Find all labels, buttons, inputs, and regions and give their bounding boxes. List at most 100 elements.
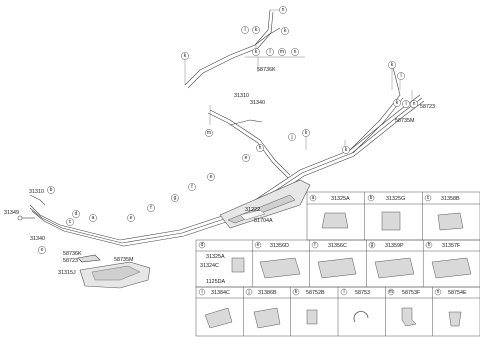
cell-letter-a: a bbox=[312, 195, 315, 201]
callout-l-top: l bbox=[244, 27, 245, 33]
cell-letter-b: b bbox=[370, 195, 373, 201]
cell-letter-m: m bbox=[389, 289, 393, 295]
clip-i-shape bbox=[204, 307, 233, 329]
cell-part-b: 31325G bbox=[386, 196, 405, 202]
label-58723-right: 58723 bbox=[420, 104, 435, 110]
callout-k-top1: k bbox=[255, 27, 258, 33]
label-31340-top: 31340 bbox=[250, 100, 265, 106]
table-cell-h: h 31357F bbox=[425, 241, 472, 279]
fuel-line-assembly bbox=[29, 9, 425, 247]
clip-k-shape bbox=[306, 309, 318, 325]
callout-k-row: k bbox=[255, 49, 258, 55]
callout-m-row: m bbox=[280, 49, 284, 55]
main-part-labels: 31310 31340 58736K 58723 58735M 31222 81… bbox=[4, 67, 435, 276]
table-cell-l: l 58753 bbox=[340, 288, 370, 323]
clip-f-shape bbox=[317, 257, 357, 279]
table-cell-b: b 31325G bbox=[367, 194, 405, 231]
label-58736K-left: 58736K bbox=[63, 251, 82, 257]
table-cell-k: k 58752B bbox=[292, 288, 325, 325]
cell-letter-g: g bbox=[371, 242, 374, 248]
cell-part-m: 58753F bbox=[402, 290, 421, 296]
callout-e-left: e bbox=[41, 247, 44, 253]
callout-k-right2: k bbox=[396, 100, 399, 106]
cell-d-sub-1: 31325A bbox=[206, 254, 225, 260]
label-81704A: 81704A bbox=[254, 218, 273, 224]
clip-l-shape bbox=[353, 311, 369, 323]
cell-part-i: 31384C bbox=[211, 290, 230, 296]
callout-n-top: n bbox=[282, 7, 285, 13]
parts-table bbox=[195, 191, 480, 337]
callout-d1: d bbox=[75, 211, 78, 217]
callout-m-mid: m bbox=[207, 130, 211, 136]
callout-h-mid: h bbox=[259, 145, 262, 151]
label-31315J: 31315J bbox=[58, 270, 76, 276]
callout-b1: b bbox=[50, 187, 53, 193]
label-31340-left: 31340 bbox=[30, 236, 45, 242]
cell-letter-h: h bbox=[428, 242, 431, 248]
label-31349: 31349 bbox=[4, 210, 19, 216]
clip-n-shape bbox=[448, 311, 462, 327]
cell-d-sub-3: 1125DA bbox=[206, 279, 225, 285]
callout-letters: n k k l k k l m n m k l k l n k k j h e … bbox=[41, 7, 416, 253]
callout-e2: e bbox=[210, 174, 213, 180]
callout-a1: a bbox=[92, 215, 95, 221]
callout-k-top2: k bbox=[284, 28, 287, 34]
cell-part-l: 58753 bbox=[355, 290, 370, 296]
callout-n-row: n bbox=[294, 49, 297, 55]
clip-b-shape bbox=[381, 211, 401, 231]
table-cell-e: e 31356D bbox=[254, 241, 301, 279]
callout-l-right1: l bbox=[400, 73, 401, 79]
callout-f2: f bbox=[150, 205, 152, 211]
cell-letter-c: c bbox=[427, 195, 430, 201]
callout-k-right1: k bbox=[391, 62, 394, 68]
clip-m-shape bbox=[401, 307, 417, 327]
cell-part-e: 31356D bbox=[270, 243, 289, 249]
callout-n-right: n bbox=[413, 101, 416, 107]
cell-letter-f: f bbox=[314, 242, 316, 248]
label-31310-left: 31310 bbox=[29, 189, 44, 195]
callout-k-right3: k bbox=[305, 130, 308, 136]
clip-a-shape bbox=[321, 212, 349, 229]
cell-part-k: 58752B bbox=[306, 290, 325, 296]
clip-j-shape bbox=[253, 307, 281, 329]
cell-letter-j: j bbox=[247, 289, 249, 295]
canister-assembly bbox=[219, 179, 311, 229]
filter-connector-left bbox=[17, 194, 101, 263]
fuel-filter-bracket bbox=[79, 261, 151, 289]
table-cell-n: n 58754E bbox=[434, 288, 467, 327]
cell-letter-l: l bbox=[343, 289, 344, 295]
clip-c-shape bbox=[437, 212, 464, 231]
cell-part-c: 31358B bbox=[441, 196, 460, 202]
callout-e1: e bbox=[245, 155, 248, 161]
callout-c1: c bbox=[69, 219, 72, 225]
callout-g1: g bbox=[174, 195, 177, 201]
table-cell-f: f 31356C bbox=[311, 241, 357, 279]
cell-letter-i: i bbox=[201, 289, 202, 295]
table-cell-d: d 31325A 31324C 1125DA bbox=[198, 241, 245, 285]
callout-f1: f bbox=[191, 184, 193, 190]
table-cell-m: m 58753F bbox=[387, 288, 421, 327]
callout-j-mid: j bbox=[290, 134, 292, 140]
table-cell-a: a 31325A bbox=[309, 194, 350, 229]
callout-leaders bbox=[184, 9, 413, 150]
cell-letter-k: k bbox=[295, 289, 298, 295]
callout-l-row: l bbox=[269, 49, 270, 55]
cell-part-h: 31357F bbox=[442, 243, 461, 249]
callout-circles bbox=[38, 6, 418, 254]
cell-letter-n: n bbox=[437, 289, 440, 295]
table-cell-c: c 31358B bbox=[424, 194, 464, 231]
cell-part-a: 31325A bbox=[331, 196, 350, 202]
cell-letter-d: d bbox=[201, 242, 204, 248]
callout-k-top3: k bbox=[184, 53, 187, 59]
table-cell-j: j 31386B bbox=[245, 288, 281, 329]
cell-part-j: 31386B bbox=[258, 290, 277, 296]
clip-e-shape bbox=[259, 257, 301, 279]
callout-e3: e bbox=[130, 215, 133, 221]
cell-part-f: 31356C bbox=[328, 243, 347, 249]
cell-part-n: 58754E bbox=[448, 290, 467, 296]
clip-d-shape bbox=[231, 257, 245, 273]
label-58735M-right: 58735M bbox=[395, 118, 415, 124]
label-58723-left: 58723 bbox=[63, 258, 78, 264]
